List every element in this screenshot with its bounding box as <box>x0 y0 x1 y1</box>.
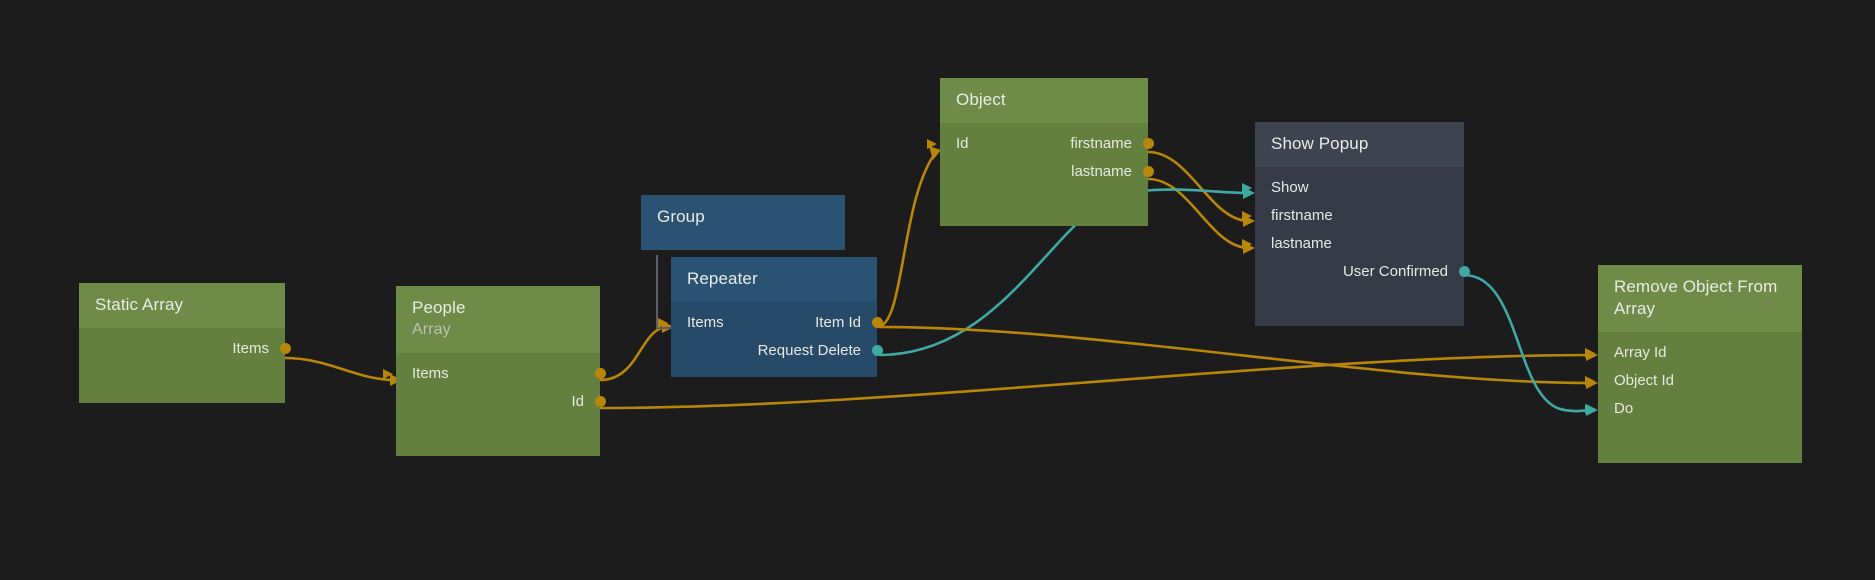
node-object[interactable]: Object Id firstname lastname <box>927 78 1154 226</box>
spacer-row <box>1255 286 1464 314</box>
output-port-dot[interactable] <box>1143 166 1154 178</box>
node-body: Id firstname lastname <box>927 122 1154 226</box>
input-port-arrow-icon <box>1585 347 1595 358</box>
output-port-row[interactable]: Request Delete <box>671 337 883 365</box>
edge-repeater-itemid-to-object-id <box>876 151 938 329</box>
output-port-label: Item Id <box>815 313 861 331</box>
node-body: Items <box>79 327 291 403</box>
input-port-row[interactable]: Id firstname <box>927 130 1154 158</box>
spacer-row <box>940 186 1148 214</box>
output-port-dot[interactable] <box>872 345 883 357</box>
node-people[interactable]: People Array Items Id <box>383 286 606 456</box>
spacer-row <box>79 363 285 391</box>
output-port-dot[interactable] <box>595 396 606 408</box>
node-title-text: Repeater <box>687 269 758 288</box>
input-port-row[interactable]: Do <box>1585 395 1802 423</box>
node-title-text: Static Array <box>95 295 184 314</box>
node-title: Remove Object From Array <box>1598 265 1802 332</box>
node-title: Group <box>641 195 845 250</box>
input-port-label: Object Id <box>1614 371 1675 389</box>
input-port-label: Items <box>412 364 449 382</box>
input-port-label: Show <box>1271 178 1309 196</box>
output-port-label: Id <box>571 392 584 410</box>
input-port-arrow-icon <box>1242 238 1252 249</box>
node-group[interactable]: Group <box>641 195 845 250</box>
output-port-label: User Confirmed <box>1342 262 1448 280</box>
input-port-label: firstname <box>1271 206 1333 224</box>
input-port-row[interactable]: Show <box>1242 174 1464 202</box>
edge-object-lastname-to-showpopup-lastname <box>1147 177 1250 250</box>
node-title: Object <box>940 78 1148 123</box>
input-port-arrow-icon <box>383 368 393 379</box>
node-body: Show firstname lastname User Confirmed <box>1242 166 1470 326</box>
input-port-label: Id <box>956 134 969 152</box>
input-port-row[interactable]: lastname <box>1242 230 1464 258</box>
input-port-label: Items <box>687 313 724 331</box>
output-port-label: lastname <box>1071 162 1132 180</box>
node-title: Show Popup <box>1255 122 1464 167</box>
input-port-label: Array Id <box>1614 343 1667 361</box>
node-title-text: Object <box>956 90 1006 109</box>
output-port-row[interactable]: User Confirmed <box>1255 258 1470 286</box>
output-port-row[interactable]: Id <box>396 388 606 416</box>
node-title-text: Group <box>657 207 705 226</box>
output-port-row[interactable]: lastname <box>940 158 1154 186</box>
node-title: Static Array <box>79 283 285 328</box>
node-body: Array Id Object Id Do <box>1585 331 1802 463</box>
node-title: People Array <box>396 286 600 353</box>
node-show-popup[interactable]: Show Popup Show firstname lastname User … <box>1242 122 1470 326</box>
input-port-arrow-icon <box>658 317 668 328</box>
input-port-row[interactable]: firstname <box>1242 202 1464 230</box>
output-port-dot[interactable] <box>595 368 606 380</box>
node-body: Items Id <box>383 352 606 456</box>
edge-showpopup-userconfirmed-to-remove-do <box>1463 273 1593 413</box>
output-port-label: Items <box>232 339 269 357</box>
input-port-arrow-icon <box>927 138 937 149</box>
output-port-dot[interactable] <box>1143 138 1154 150</box>
input-port-arrow-icon <box>1242 210 1252 221</box>
input-port-arrow-icon <box>1585 375 1595 386</box>
input-port-row[interactable]: Items <box>383 360 606 388</box>
edge-repeater-itemid-to-remove-objectid <box>878 325 1593 385</box>
node-repeater[interactable]: Repeater Items Item Id Request Delete <box>658 257 883 377</box>
input-port-row[interactable]: Array Id <box>1585 339 1802 367</box>
node-remove-object-from-array[interactable]: Remove Object From Array Array Id Object… <box>1585 265 1802 463</box>
output-port-label: Request Delete <box>757 341 861 359</box>
edge-object-firstname-to-showpopup-firstname <box>1147 150 1250 223</box>
edge-people-items-to-repeater-items <box>599 325 669 382</box>
input-port-row[interactable]: Object Id <box>1585 367 1802 395</box>
input-port-arrow-icon <box>1585 403 1595 414</box>
output-port-label: firstname <box>1070 134 1132 152</box>
input-port-row[interactable]: Items Item Id <box>658 309 883 337</box>
node-title-text: Show Popup <box>1271 134 1369 153</box>
edge-static-array-items-to-people-items <box>284 356 397 382</box>
node-title: Repeater <box>671 257 877 302</box>
spacer-row <box>1598 423 1802 451</box>
input-port-arrow-icon <box>1242 182 1252 193</box>
output-port-row[interactable]: Items <box>79 335 291 363</box>
node-title-text: Remove Object From Array <box>1614 277 1778 318</box>
output-port-dot[interactable] <box>872 317 883 329</box>
output-port-dot[interactable] <box>280 343 291 355</box>
node-subtitle-text: Array <box>412 320 451 338</box>
input-port-label: Do <box>1614 399 1634 417</box>
node-body: Items Item Id Request Delete <box>658 301 883 377</box>
input-port-label: lastname <box>1271 234 1332 252</box>
output-port-dot[interactable] <box>1459 266 1470 278</box>
node-static-array[interactable]: Static Array Items <box>79 283 291 403</box>
spacer-row <box>396 416 600 444</box>
node-title-text: People <box>412 298 466 317</box>
